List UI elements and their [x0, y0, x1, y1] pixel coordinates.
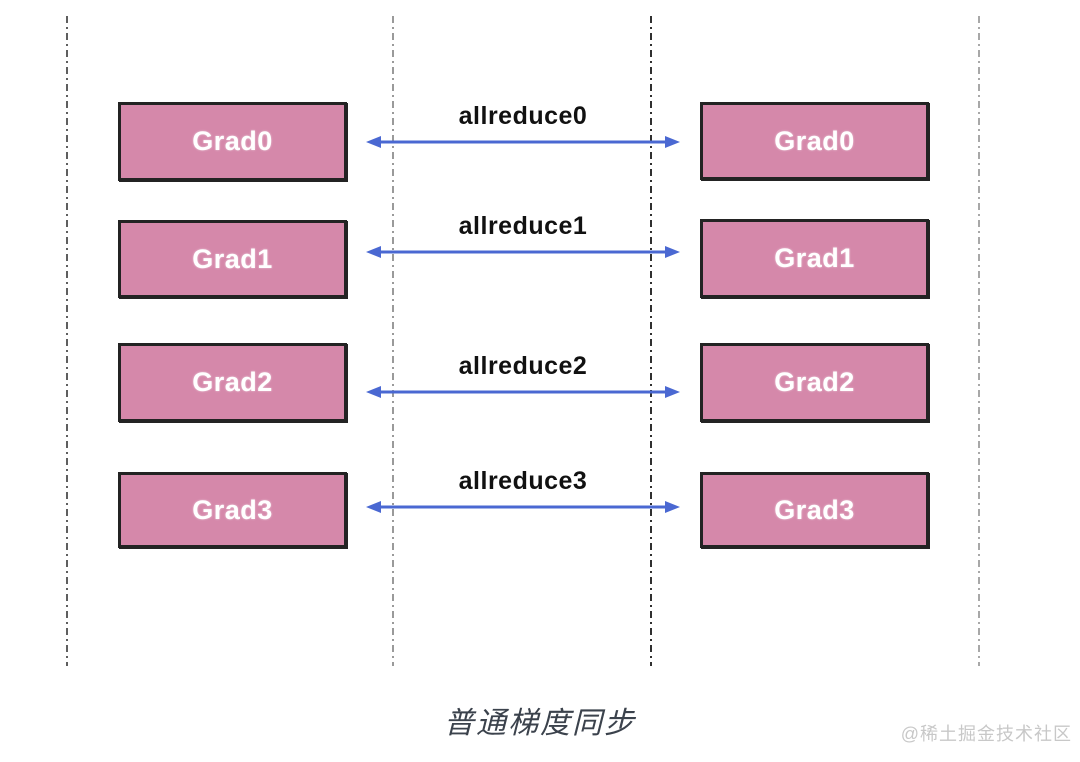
grad-box-left-3: Grad3: [118, 472, 347, 548]
allreduce-arrow-1: [366, 246, 680, 258]
grad-box-right-2: Grad2: [700, 343, 929, 422]
grad-box-right-0: Grad0: [700, 102, 929, 180]
timeline-dashed-line-3: [650, 16, 652, 666]
grad-box-left-2-label: Grad2: [192, 367, 273, 397]
grad-box-right-1-label: Grad1: [774, 243, 855, 273]
diagram-caption: 普通梯度同步: [444, 707, 636, 740]
timeline-dashed-line-1: [66, 16, 68, 666]
grad-box-left-0-label: Grad0: [192, 126, 273, 156]
grad-box-right-3: Grad3: [700, 472, 929, 548]
allreduce-arrow-2: [366, 386, 680, 398]
timeline-dashed-line-2: [392, 16, 394, 666]
grad-box-right-1: Grad1: [700, 219, 929, 298]
allreduce-label-3: allreduce3: [458, 467, 588, 495]
allreduce-label-1: allreduce1: [458, 212, 588, 240]
allreduce-label-2: allreduce2: [458, 352, 588, 380]
grad-box-left-2: Grad2: [118, 343, 347, 422]
watermark-text: @稀土掘金技术社区: [900, 724, 1072, 744]
allreduce-arrow-3: [366, 501, 680, 513]
grad-box-left-0: Grad0: [118, 102, 347, 181]
allreduce-label-0: allreduce0: [458, 102, 588, 130]
grad-box-right-3-label: Grad3: [774, 494, 855, 525]
grad-box-left-3-label: Grad3: [192, 494, 273, 525]
grad-box-right-0-label: Grad0: [774, 125, 855, 156]
grad-box-left-1: Grad1: [118, 220, 347, 298]
timeline-dashed-line-4: [978, 16, 980, 666]
grad-box-right-2-label: Grad2: [774, 367, 855, 397]
grad-box-left-1-label: Grad1: [192, 243, 273, 274]
allreduce-arrow-0: [366, 136, 680, 148]
